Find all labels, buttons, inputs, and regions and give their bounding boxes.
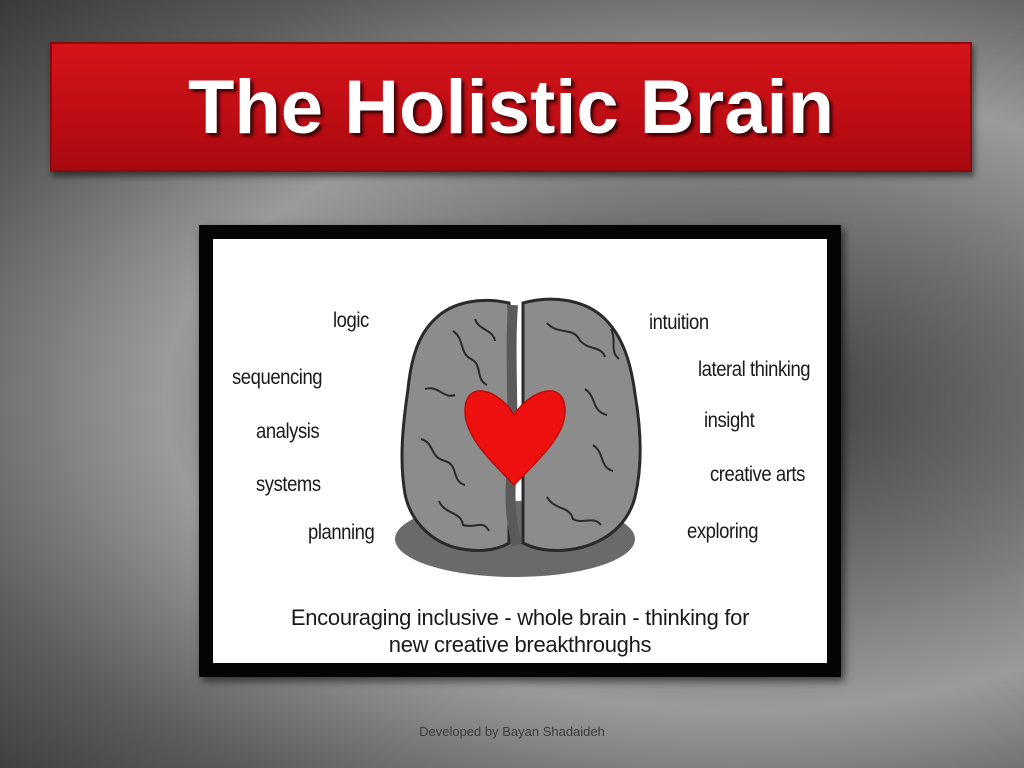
label-analysis: analysis: [256, 420, 320, 443]
diagram-image: logic sequencing analysis systems planni…: [213, 239, 827, 663]
label-insight: insight: [704, 409, 755, 432]
slide-title: The Holistic Brain: [187, 64, 835, 150]
label-planning: planning: [308, 521, 375, 544]
label-lateral-thinking: lateral thinking: [698, 358, 811, 381]
label-creative-arts: creative arts: [710, 463, 805, 486]
label-sequencing: sequencing: [232, 366, 323, 389]
title-banner: The Holistic Brain: [50, 42, 972, 172]
caption-line-2: new creative breakthroughs: [388, 632, 652, 657]
brain-icon: [395, 297, 642, 577]
heart-icon: [464, 390, 566, 487]
label-systems: systems: [256, 473, 321, 496]
label-logic: logic: [333, 309, 369, 332]
label-exploring: exploring: [687, 520, 759, 543]
label-intuition: intuition: [649, 311, 709, 334]
caption-line-1: Encouraging inclusive - whole brain - th…: [290, 605, 750, 630]
footer-credit: Developed by Bayan Shadaideh: [419, 724, 605, 739]
diagram-frame: logic sequencing analysis systems planni…: [199, 225, 841, 677]
diagram-caption: Encouraging inclusive - whole brain - th…: [213, 604, 827, 658]
